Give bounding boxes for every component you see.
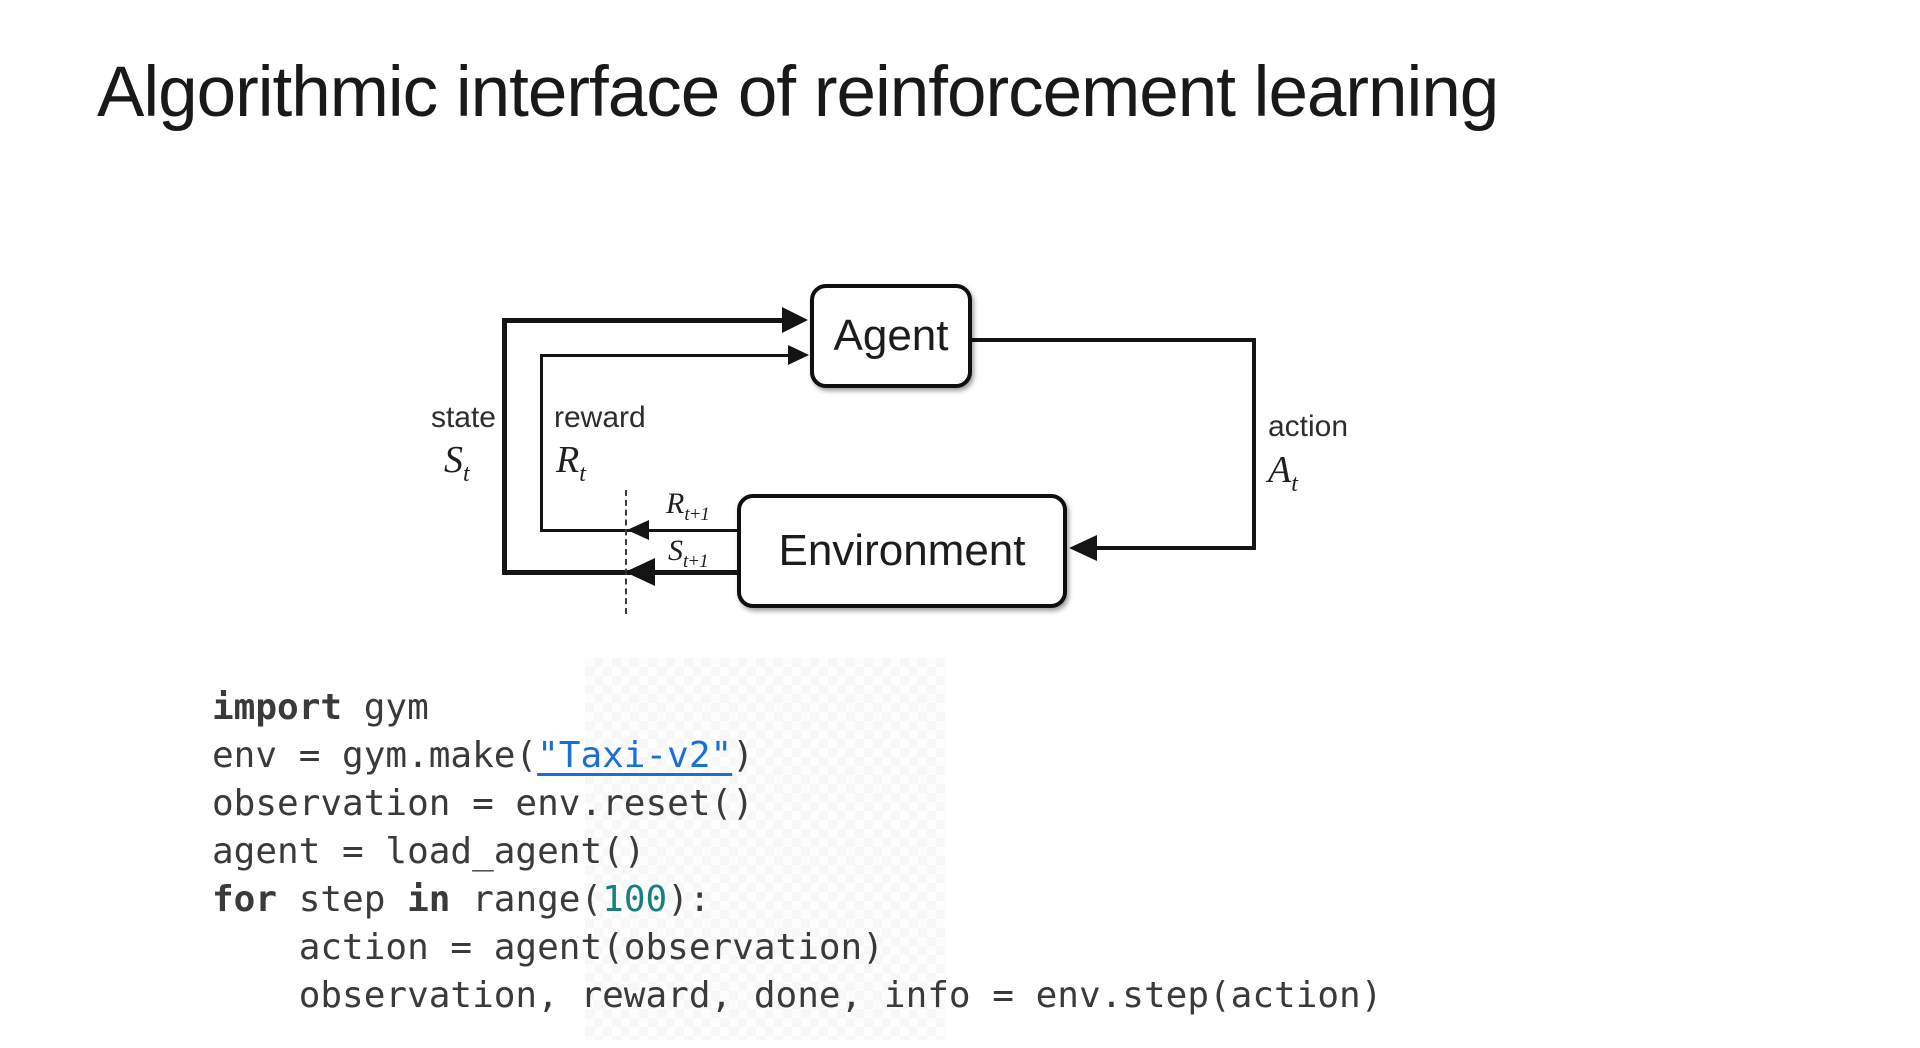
code-token: 100 — [602, 879, 668, 920]
reward-symbol: Rt — [556, 438, 586, 488]
reward-arrowhead-into-agent — [788, 345, 809, 365]
state-label: state — [430, 401, 496, 434]
state-next-symbol: St+1 — [668, 534, 709, 573]
reward-next-symbol: Rt+1 — [666, 487, 710, 526]
state-symbol-letter: S — [444, 439, 463, 481]
time-boundary-dashed-line — [625, 490, 627, 614]
environment-node-label: Environment — [778, 526, 1026, 575]
code-token: gym — [342, 687, 429, 728]
state-line-vertical — [502, 318, 507, 575]
action-arrowhead-into-environment — [1069, 535, 1097, 561]
environment-node: Environment — [737, 494, 1067, 608]
code-token: range( — [450, 879, 603, 920]
action-line-top — [970, 338, 1256, 342]
reward-symbol-letter: R — [556, 439, 580, 481]
code-token: agent = load_agent() — [212, 831, 646, 872]
code-token: import — [212, 687, 343, 728]
code-line: observation = env.reset() — [212, 780, 1382, 828]
state-next-arrowhead — [625, 558, 655, 586]
code-line: agent = load_agent() — [212, 828, 1382, 876]
reward-next-letter: R — [666, 487, 685, 520]
code-token: env = gym.make( — [212, 735, 538, 776]
state-line-bottom — [502, 570, 739, 575]
state-next-letter: S — [668, 534, 683, 567]
action-line-vertical — [1252, 338, 1256, 550]
code-token: ) — [732, 735, 754, 776]
code-token: step — [277, 879, 408, 920]
state-next-subscript: t+1 — [683, 551, 709, 572]
reward-line-vertical — [540, 354, 543, 532]
code-token: ): — [667, 879, 711, 920]
reward-line-top — [540, 354, 788, 357]
action-label: action — [1268, 410, 1349, 443]
state-symbol: St — [444, 438, 470, 488]
state-arrowhead-into-agent — [782, 307, 808, 333]
code-line: action = agent(observation) — [212, 924, 1382, 972]
code-token: for — [212, 879, 278, 920]
action-symbol-letter: A — [1268, 449, 1292, 491]
reward-label: reward — [554, 401, 646, 434]
reward-next-subscript: t+1 — [684, 504, 710, 525]
code-token: action = agent(observation) — [212, 927, 884, 968]
code-token: observation = env.reset() — [212, 783, 754, 824]
state-line-top — [502, 318, 784, 323]
code-line: observation, reward, done, info = env.st… — [212, 972, 1383, 1020]
action-line-bottom — [1085, 546, 1256, 550]
code-token: in — [407, 879, 451, 920]
agent-node: Agent — [810, 284, 972, 388]
code-token: observation, reward, done, info = env.st… — [212, 975, 1383, 1016]
reward-symbol-subscript: t — [579, 461, 586, 487]
state-symbol-subscript: t — [463, 461, 470, 487]
code-line: import gym — [212, 684, 1382, 732]
agent-node-label: Agent — [833, 311, 949, 360]
action-symbol: At — [1268, 448, 1298, 498]
action-symbol-subscript: t — [1291, 471, 1298, 497]
taxi-v2-link[interactable]: "Taxi-v2" — [537, 735, 733, 776]
slide-title: Algorithmic interface of reinforcement l… — [97, 53, 1499, 132]
code-line: env = gym.make("Taxi-v2") — [212, 732, 1382, 780]
checkerboard-artifact — [585, 658, 945, 1040]
reward-next-arrowhead — [627, 520, 649, 540]
code-line: for step in range(100): — [212, 876, 1382, 924]
